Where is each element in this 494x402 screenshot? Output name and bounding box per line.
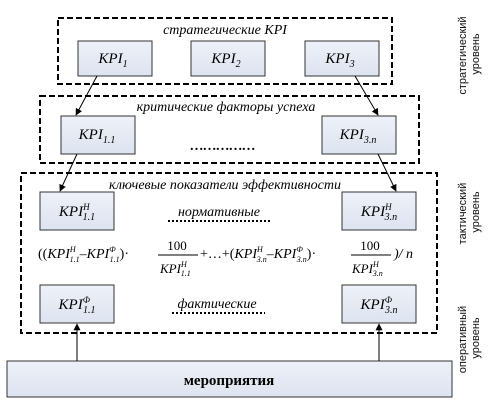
activities-label: мероприятия bbox=[184, 373, 275, 389]
cf-box-left-main: KPI bbox=[78, 127, 104, 143]
cf-ellipsis: …………… bbox=[190, 139, 255, 154]
kpi-box-2: KPI2 bbox=[190, 40, 266, 77]
arrow-kpi1-to-cf-left bbox=[75, 75, 98, 116]
kpi-box-2-main: KPI bbox=[210, 51, 236, 67]
ki-top-right-sup: Н bbox=[384, 202, 392, 212]
ki-bottom-right-sub: 3.n bbox=[384, 305, 398, 316]
ki-top-left-sub: 1.1 bbox=[83, 212, 96, 223]
formula-open: (( bbox=[38, 247, 48, 262]
cf-box-right-sub: 3.n bbox=[363, 135, 377, 146]
svg-text:KPI1: KPI1 bbox=[97, 51, 127, 70]
svg-text:KPI1.1: KPI1.1 bbox=[78, 127, 116, 146]
activities-block: мероприятия bbox=[6, 360, 453, 398]
svg-text:KPI2: KPI2 bbox=[210, 51, 240, 70]
ki-bottom-left-sup: Ф bbox=[83, 295, 91, 305]
arrow-cf-left-to-ki-left bbox=[59, 153, 78, 192]
formula-numerator-2: 100 bbox=[360, 238, 380, 253]
ki-bottom-left-main: KPI bbox=[58, 297, 84, 313]
actual-label: фактические bbox=[177, 297, 256, 312]
key-indicators-frame bbox=[20, 172, 438, 334]
side-labels: стратегический уровень тактический урове… bbox=[457, 13, 482, 373]
strategic-kpi-title: стратегические KPI bbox=[163, 23, 288, 38]
ki-top-right-sub: 3.n bbox=[384, 212, 398, 223]
kpi-box-2-sub: 2 bbox=[236, 59, 241, 70]
kpi-box-3-main: KPI bbox=[324, 51, 350, 67]
critical-factors-frame bbox=[39, 95, 420, 164]
critical-factors-title: критические факторы успеха bbox=[137, 100, 316, 115]
side-label-operational: оперативный уровень bbox=[457, 303, 482, 373]
cf-box-right-main: KPI bbox=[339, 127, 365, 143]
cf-box-right: KPI3.n bbox=[321, 115, 397, 155]
kpi-box-3-sub: 3 bbox=[349, 59, 355, 70]
ki-bottom-right-sup: Ф bbox=[385, 295, 393, 305]
formula-numerator-1: 100 bbox=[167, 238, 187, 253]
ki-top-right-main: KPI bbox=[360, 204, 386, 220]
strategic-kpi-frame bbox=[57, 17, 393, 85]
ki-top-left-sup: Н bbox=[82, 202, 90, 212]
kpi-box-1-sub: 1 bbox=[123, 59, 128, 70]
strategic-kpi-group: стратегические KPI KPI1 KPI2 KPI3 bbox=[57, 17, 393, 85]
kpi-box-1-main: KPI bbox=[97, 51, 123, 67]
side-label-strategic: стратегический уровень bbox=[457, 13, 482, 94]
arrow-kpi3-to-cf-right bbox=[354, 75, 379, 116]
cf-box-left: KPI1.1 bbox=[60, 115, 136, 155]
arrow-cf-right-to-ki-right bbox=[377, 153, 397, 192]
connector-arrows bbox=[59, 75, 397, 361]
kpi-box-3: KPI3 bbox=[304, 40, 380, 77]
side-label-tactical: тактический уровень bbox=[457, 180, 482, 245]
formula-tail: )/ n bbox=[393, 247, 413, 262]
key-indicators-title: ключевые показатели эффективности bbox=[109, 178, 341, 193]
ki-bottom-right-main: KPI bbox=[360, 297, 386, 313]
cf-box-left-sub: 1.1 bbox=[103, 135, 116, 146]
kpi-box-1: KPI1 bbox=[77, 40, 153, 77]
normative-label: нормативные bbox=[178, 205, 260, 220]
svg-text:KPI3.n: KPI3.n bbox=[339, 127, 377, 146]
ki-top-left-main: KPI bbox=[58, 204, 84, 220]
ki-bottom-left-sub: 1.1 bbox=[83, 305, 96, 316]
svg-text:KPI3: KPI3 bbox=[324, 51, 354, 70]
critical-factors-group: критические факторы успеха KPI1.1 …………… … bbox=[39, 95, 420, 164]
